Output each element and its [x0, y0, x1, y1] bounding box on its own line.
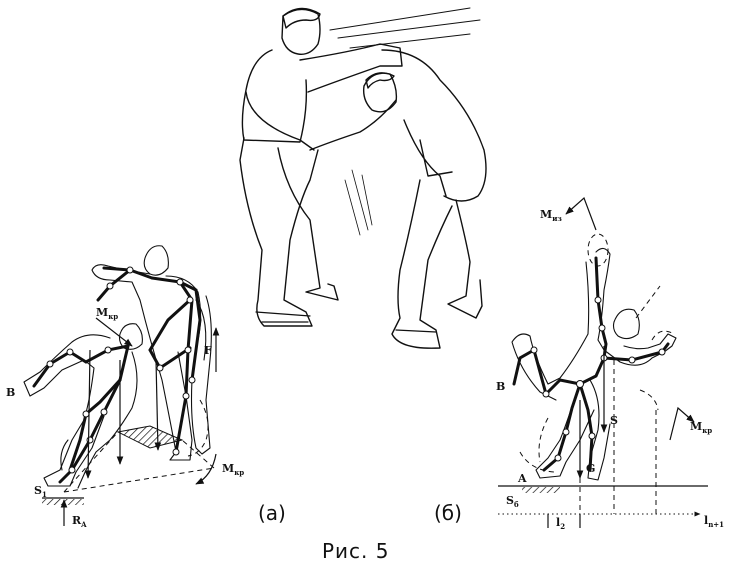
diagram-a: B Mкр F Mкр S1 RA — [6, 245, 244, 529]
label-Miz-b: Mиз — [540, 208, 562, 223]
label-l2-b: l2 — [556, 516, 565, 531]
moment-Mkr-arc — [195, 453, 217, 485]
fighters-illustration — [239, 7, 487, 349]
panel-label-a: (а) — [258, 501, 286, 525]
fighter-right — [309, 49, 487, 349]
silhouette-attacker-a — [91, 245, 212, 461]
projection-lines-b — [579, 360, 657, 514]
moment-Miz-arrow — [565, 196, 597, 231]
dashed-hand-outline-b — [587, 233, 609, 267]
ground-b — [498, 485, 708, 493]
dashed-back-outline-b — [639, 330, 675, 411]
label-M-a: Mкр — [96, 306, 118, 321]
force-line-a3 — [154, 359, 162, 451]
label-Sb-b: Sб — [506, 494, 519, 509]
axis-line-b — [635, 285, 661, 319]
outline-dashed-a — [187, 399, 209, 457]
ground-a — [42, 497, 84, 505]
dashed-leg-outline-b — [519, 417, 555, 473]
moment-M-arrow — [95, 317, 133, 347]
figure-caption: Рис. 5 — [322, 539, 390, 563]
label-S-b: S — [610, 414, 618, 427]
label-A-b: A — [517, 472, 527, 485]
dimension-l2 — [547, 514, 581, 528]
fighter-left — [239, 7, 403, 327]
label-Mkr-b: Mкр — [690, 420, 712, 435]
motion-lines — [329, 7, 481, 236]
label-F-a: F — [204, 344, 212, 357]
moment-Mkr-arrow-b — [669, 406, 695, 441]
skeleton-victim-a — [32, 344, 130, 484]
label-G-b: G — [586, 462, 595, 475]
force-line-a1 — [84, 349, 92, 479]
hatched-plate-a — [116, 425, 184, 449]
label-S1-a: S1 — [34, 484, 47, 499]
label-B-b: B — [496, 380, 505, 393]
label-Mkr-a: Mкр — [222, 462, 244, 477]
silhouette-victim-a — [23, 323, 143, 489]
support-lines-a — [63, 431, 215, 493]
label-ln1-b: ln+1 — [704, 514, 724, 529]
skeleton-b — [512, 256, 670, 472]
label-B-a: B — [6, 386, 15, 399]
label-RA-a: RA — [72, 514, 87, 529]
panel-label-b: (б) — [434, 501, 462, 525]
skeleton-attacker-a — [96, 266, 202, 456]
diagram-b: Mиз B S Mкр G A Sб l2 ln+1 — [496, 196, 724, 531]
